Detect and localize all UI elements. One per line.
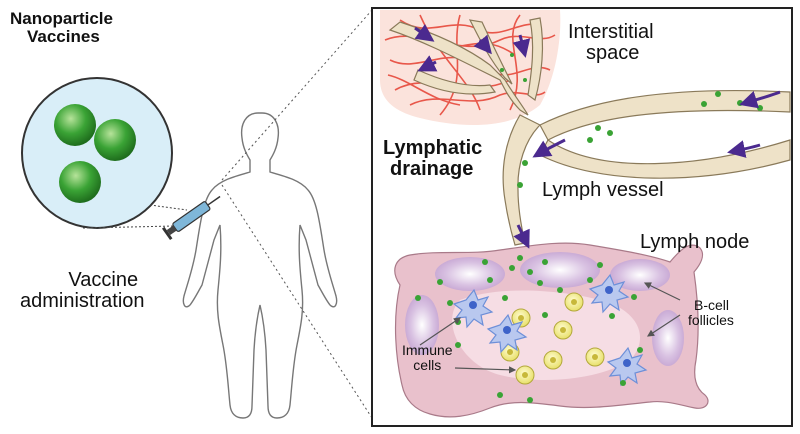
- label-line: Interstitial: [568, 21, 654, 43]
- label-line: administration: [20, 290, 145, 312]
- lymph-node-label: Lymph node: [640, 231, 750, 253]
- nanoparticle-ball: [59, 161, 101, 203]
- pointer-lines: [419, 282, 681, 374]
- nanoparticle-ball: [54, 104, 96, 146]
- label-line: Lymphatic: [383, 137, 483, 159]
- b-cell-follicles-label: B-cell follicles: [688, 298, 734, 327]
- flow-arrows: [414, 23, 781, 249]
- immune-cells-label: Immune cells: [402, 343, 453, 372]
- zoom-line: [149, 204, 188, 211]
- lymphatic-drainage-label: Lymphatic drainage: [383, 138, 482, 180]
- human-body-outline: [182, 112, 338, 419]
- interstitial-space-label: Interstitial space: [568, 22, 654, 64]
- syringe-icon: [161, 195, 221, 241]
- b-cell-follicles: [405, 252, 684, 366]
- zoom-line: [82, 225, 176, 229]
- label-line: drainage: [390, 158, 474, 180]
- label-line: follicles: [688, 311, 734, 328]
- label-line: space: [586, 42, 640, 64]
- vaccine-administration-label: Vaccine administration: [20, 270, 145, 312]
- label-line: Vaccine: [68, 269, 139, 291]
- lymph-vessel-label: Lymph vessel: [542, 179, 664, 201]
- zoom-line: [221, 184, 373, 419]
- label-line: cells: [413, 356, 442, 373]
- nanoparticle-ball: [94, 119, 136, 161]
- nanoparticle-circle: [21, 77, 173, 229]
- nanoparticle-title: Nanoparticle Vaccines: [10, 10, 113, 46]
- label-line: Nanoparticle: [10, 9, 113, 28]
- zoom-line: [221, 9, 373, 181]
- label-line: B-cell: [694, 297, 730, 313]
- nanoparticle-dots: [415, 53, 763, 403]
- label-line: Immune: [402, 342, 453, 358]
- label-line: Vaccines: [27, 26, 100, 46]
